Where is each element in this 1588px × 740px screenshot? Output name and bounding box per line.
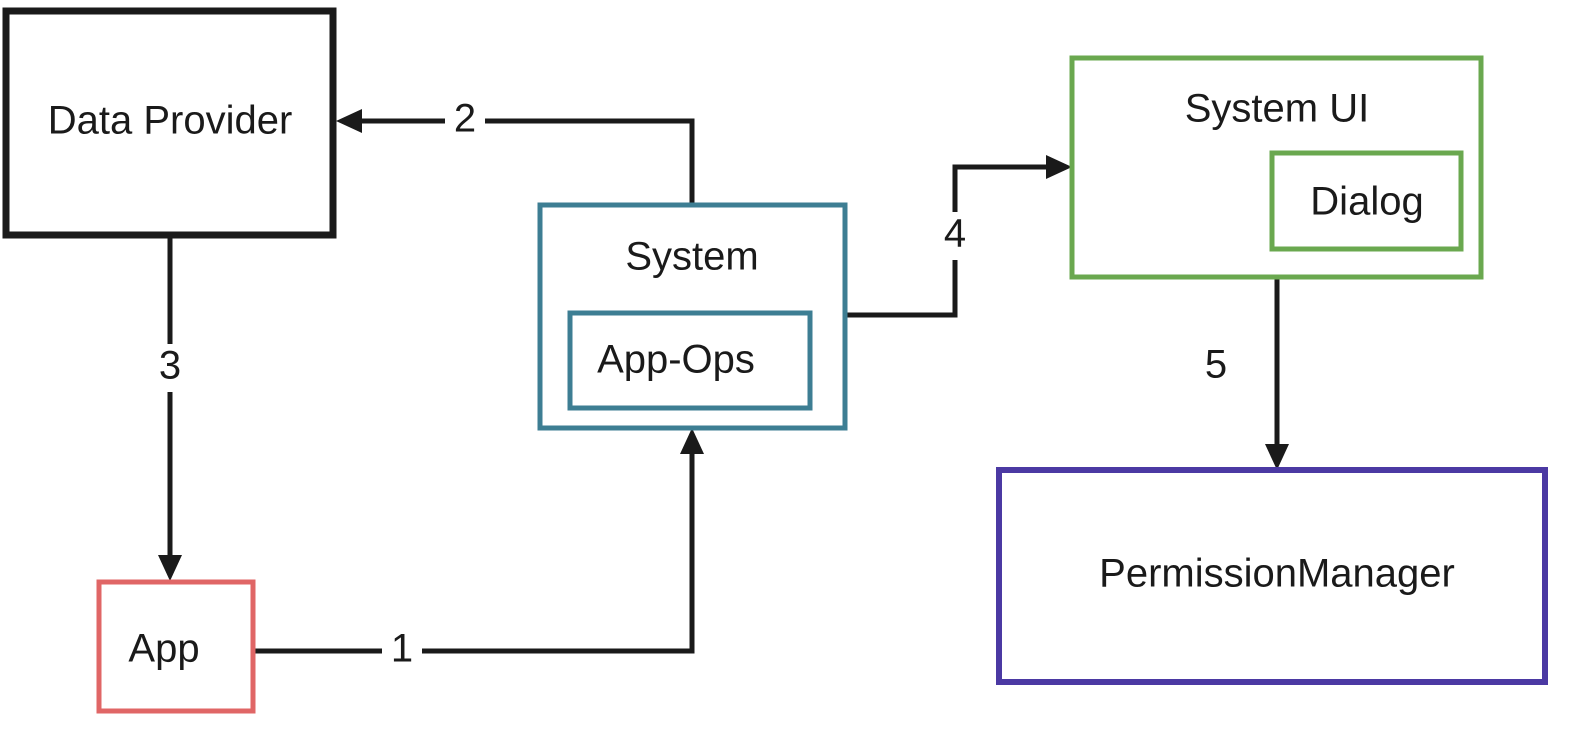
node-box-permission-manager[interactable] [996, 467, 1548, 685]
node-label-system-ui: System UI [1185, 87, 1369, 131]
edge-labels-layer: 1 2 3 4 5 [150, 97, 1227, 674]
arrowhead-4 [1046, 155, 1072, 179]
edge-2 [336, 109, 695, 205]
node-label-dialog: Dialog [1310, 180, 1423, 224]
edge-line-1 [253, 442, 695, 654]
node-box-app-ops[interactable] [567, 310, 813, 411]
edge-line-2 [350, 118, 695, 205]
arrowhead-1 [680, 428, 704, 454]
node-label-app-ops: App-Ops [597, 338, 755, 382]
edge-label-knockout-4 [936, 212, 974, 260]
edge-label-4: 4 [944, 212, 966, 256]
edge-label-knockout-2 [445, 98, 485, 144]
node-data-provider[interactable]: Data Provider [2, 7, 337, 239]
edge-label-group-2: 2 [445, 97, 485, 144]
edge-5 [1265, 277, 1289, 470]
edge-label-1: 1 [391, 627, 413, 671]
node-label-permission-manager: PermissionManager [1099, 552, 1455, 596]
node-label-data-provider: Data Provider [48, 99, 293, 143]
edge-label-5: 5 [1205, 343, 1227, 387]
node-dialog[interactable]: Dialog [1269, 150, 1464, 252]
node-box-dialog[interactable] [1269, 150, 1464, 252]
node-box-data-provider[interactable] [2, 7, 337, 239]
edge-label-group-5: 5 [1205, 343, 1227, 387]
edge-label-2: 2 [454, 97, 476, 141]
node-permission-manager[interactable]: PermissionManager [996, 467, 1548, 685]
node-label-app: App [128, 627, 199, 671]
edge-label-knockout-1 [382, 628, 422, 674]
edge-1 [253, 428, 704, 654]
edge-label-group-3: 3 [150, 344, 190, 392]
node-app[interactable]: App [96, 579, 256, 714]
edge-label-group-4: 4 [936, 212, 974, 260]
node-label-system: System [625, 235, 758, 279]
arrowhead-2 [336, 109, 362, 133]
arrowhead-3 [158, 555, 182, 581]
node-box-app[interactable] [96, 579, 256, 714]
edge-label-group-1: 1 [382, 627, 422, 674]
node-app-ops[interactable]: App-Ops [567, 310, 813, 411]
edge-label-knockout-3 [150, 344, 190, 392]
arrowhead-5 [1265, 444, 1289, 470]
edge-label-3: 3 [159, 344, 181, 388]
edge-3 [158, 235, 182, 581]
